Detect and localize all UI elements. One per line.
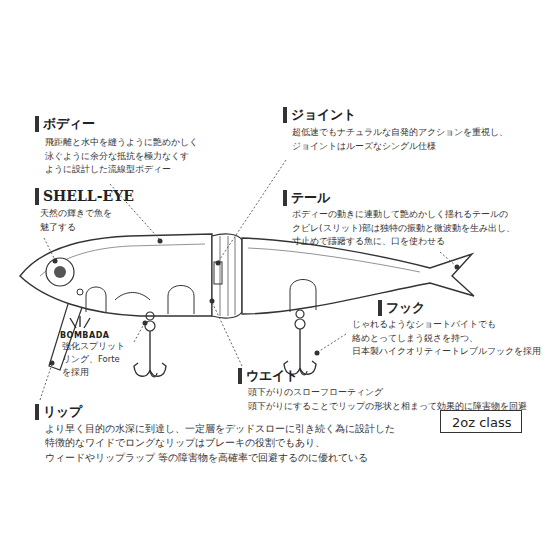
- part-heading: リップ: [35, 404, 82, 420]
- part-heading: ボディー: [35, 116, 95, 132]
- tail: [242, 238, 474, 314]
- part-description: 飛距離と水中を縫うように艶めかしく 泳ぐように余分な抵抗を極力なくす ように設計…: [45, 136, 207, 177]
- size-text: 2oz class: [452, 415, 510, 430]
- part-description: 強化スプリット リング、Forte を採用: [62, 340, 131, 378]
- part-description: 超低速でもナチュラルな自発的アクションを重視し、 ジョイントはルーズなシングル仕…: [292, 126, 517, 153]
- size-box: 2oz class: [440, 410, 522, 433]
- part-heading: ジョイント: [283, 107, 356, 123]
- part-description: 天然の輝きで魚を 魅了する: [40, 207, 121, 234]
- part-heading: フック: [378, 300, 425, 316]
- rear-hook: [284, 310, 316, 375]
- part-description: より早く目的の水深に到達し、一定層をデッドスローに引き続く為に設計した 特徴的な…: [45, 422, 425, 465]
- front-hook: [134, 312, 166, 377]
- part-heading: ウエイト: [238, 368, 298, 384]
- body: [20, 234, 212, 316]
- part-heading: テール: [283, 190, 330, 206]
- brand-logo: BOMBADA: [60, 330, 109, 342]
- joint: [212, 234, 242, 318]
- part-description: 頭下がりのスローフローティング 頭下がりにすることでリップの形状と相まって効果的…: [248, 386, 536, 413]
- part-description: じゃれるようなショートバイトでも 絡めとってしまう鋭さを持つ、 日本製ハイクオリ…: [352, 318, 550, 359]
- shell-eye: [46, 258, 74, 286]
- part-description: ボディーの動きに連動して艶めかしく揺れるテールの クビレ(スリット)部は独特の振…: [292, 208, 528, 249]
- part-heading: SHELL-EYE: [35, 188, 134, 205]
